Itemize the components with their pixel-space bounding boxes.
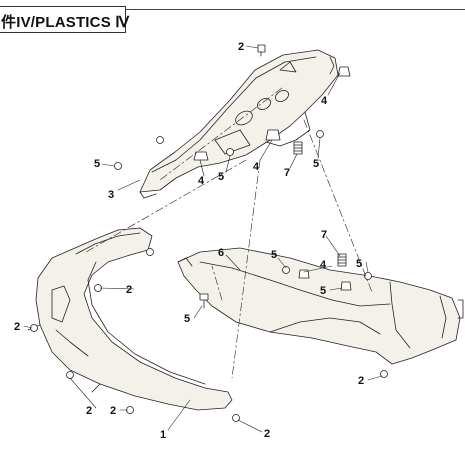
leader-lines [23,45,383,433]
bolt-5c [114,162,122,170]
callout-5-right-panel: 5 [271,249,277,261]
callout-2-bottom-right: 2 [264,428,270,440]
bolt-5b [226,148,234,156]
bolt-top [257,44,266,57]
callout-5-panel-left: 5 [184,313,190,325]
fasteners [30,44,388,422]
side-panel-part-6 [177,247,464,365]
callout-5-far-right: 5 [356,258,362,270]
clip-4c [193,151,209,161]
callout-5-right-mid: 5 [320,285,326,297]
bolt-5d [199,293,209,309]
bolt-2d [30,324,38,332]
bolt-5e [282,266,290,274]
header-rule [126,9,465,10]
callout-5-upper-right: 5 [313,158,319,170]
bolt-5f [364,272,372,280]
callout-7-lower: 7 [321,229,327,241]
upper-bracket-panel [139,49,339,199]
callout-4-upper-mid: 4 [253,161,260,173]
clip-4a [337,66,351,77]
callout-5-upper-left: 5 [94,158,100,170]
callout-6: 6 [218,247,224,259]
diagram-title: 件IV/PLASTICS Ⅳ [1,14,130,31]
spring-7b [337,253,347,267]
bolt-2g [232,414,240,422]
callout-2-far-left: 2 [14,321,20,333]
spring-7a [293,141,303,155]
clip-4b [265,129,281,141]
assembly-lines [85,87,373,379]
bolt-2e [66,371,74,379]
callout-2-right-bottom: 2 [358,375,364,387]
callout-2-bottom-mid: 2 [110,405,116,417]
callout-labels: 2 4 5 7 4 5 4 5 3 2 2 2 2 2 1 6 5 4 7 5 … [14,41,364,441]
bolt-5a [316,130,324,138]
callout-4-upper-left: 4 [198,175,205,187]
callout-2-mid-left: 2 [126,284,132,296]
callout-4-right-panel: 4 [320,259,327,271]
clip-4d [298,269,310,279]
callout-4-top-right: 4 [321,95,328,107]
callout-5-upper-mid: 5 [218,171,224,183]
callout-7-upper: 7 [284,167,290,179]
callout-1: 1 [160,429,166,441]
bolt-2a [156,136,164,144]
callout-2-top: 2 [238,41,244,53]
callout-2-bottom-left: 2 [86,405,92,417]
bolt-2h [380,370,388,378]
callout-3: 3 [108,189,114,201]
lower-fairing-part-1 [27,227,233,411]
title-box: 件IV/PLASTICS Ⅳ [0,6,130,33]
bolt-2b [146,248,154,256]
clip-right [340,281,352,291]
